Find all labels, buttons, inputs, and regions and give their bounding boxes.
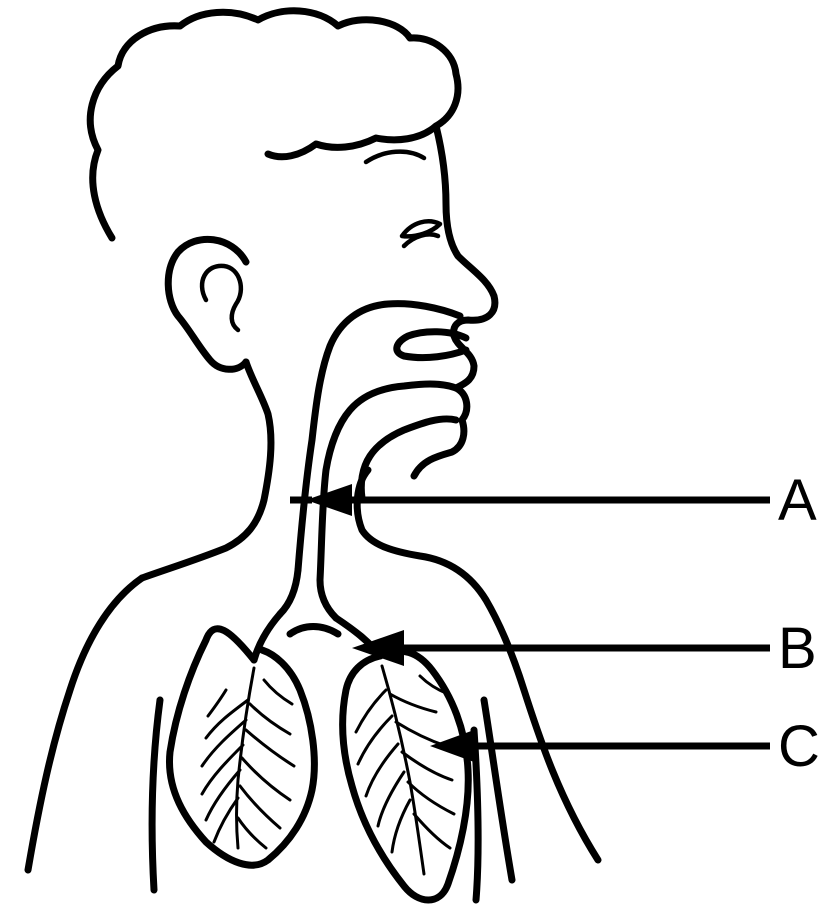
arrowhead-a [306,484,352,516]
neck-back [142,362,271,578]
label-a: A [778,468,817,533]
brow-line [366,152,424,162]
arrowhead-c [430,730,474,762]
right-chest-line-outer [484,700,512,880]
bronchus-split [290,627,338,635]
right-chest-line-inner [474,730,478,900]
trachea-left-wall [280,570,298,614]
left-lung-bronchioles [202,668,294,848]
head-hair-outline [90,11,458,238]
label-c: C [778,714,820,779]
left-chest-line [152,700,160,890]
left-shoulder [28,578,142,870]
right-lung-bronchioles [356,666,454,874]
right-lung [343,651,469,900]
ear-inner [202,266,241,330]
label-b: B [778,616,817,681]
